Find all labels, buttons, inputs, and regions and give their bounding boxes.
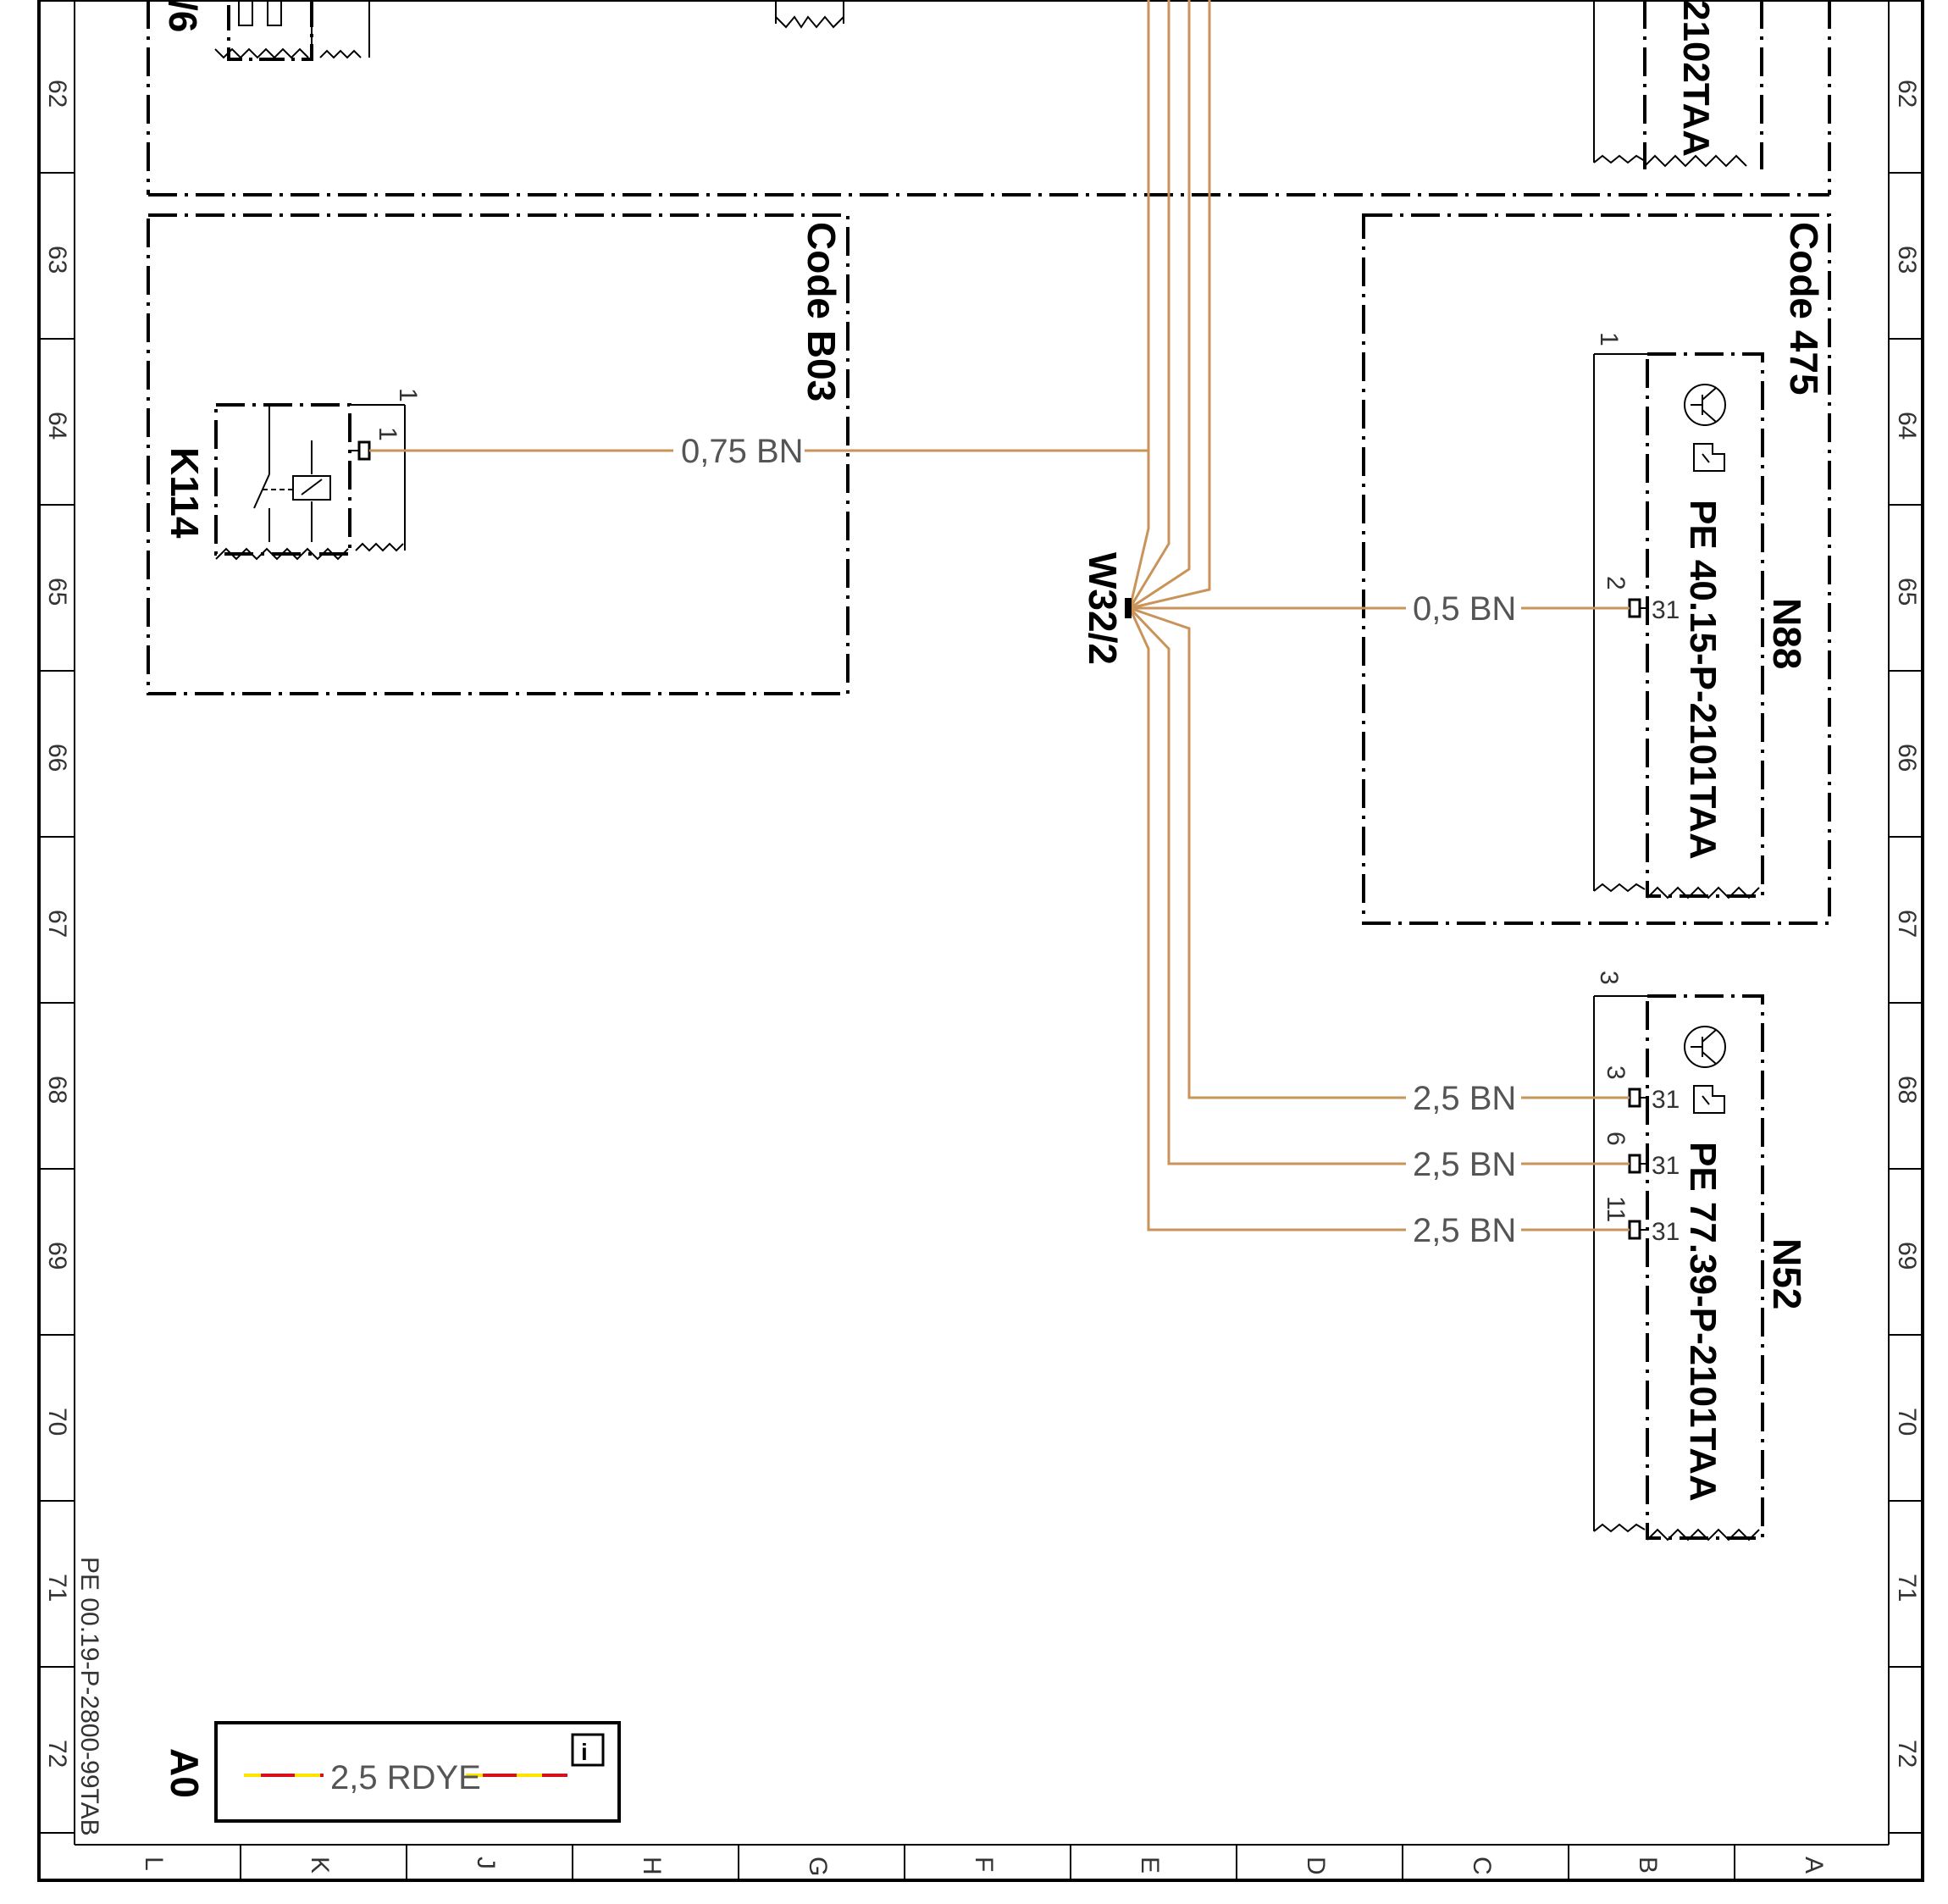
- row-number: 64: [1893, 412, 1921, 440]
- row-number: 63: [1893, 246, 1921, 274]
- drawing-number: PE 00.19-P-2800-99TAB: [75, 1557, 103, 1836]
- column-letter: B: [1634, 1857, 1662, 1874]
- n52-term-2: 31: [1652, 1152, 1680, 1180]
- n52-component: PE 77.39-P-2101TAA N52 3 3 6 11 31 31 31: [1593, 971, 1809, 1541]
- info-icon: [571, 1733, 605, 1767]
- n88-pin: 2: [1602, 576, 1630, 590]
- top-right-component-fragment: 2102TAA: [1593, 0, 1763, 169]
- row-number: 67: [1893, 910, 1921, 938]
- n52-term-3: 31: [1652, 1218, 1680, 1246]
- column-letter: K: [306, 1857, 334, 1874]
- column-letter: C: [1468, 1857, 1496, 1875]
- wire-label-k114: 0,75 BN: [681, 433, 804, 470]
- row-number: 66: [43, 744, 71, 772]
- transistor-icon: [1684, 1026, 1726, 1068]
- column-letter: F: [970, 1857, 998, 1872]
- legend-id: A0: [163, 1748, 207, 1798]
- column-letter: J: [472, 1857, 500, 1869]
- n52-pin-outer-top: 3: [1595, 971, 1623, 985]
- row-number: 63: [43, 246, 71, 274]
- column-letter: D: [1302, 1857, 1330, 1875]
- code-b03-label: Code B03: [800, 222, 844, 401]
- row-number: 66: [1893, 744, 1921, 772]
- top-left-component-fragment: /6: [161, 0, 370, 61]
- k114-pin-outer: 1: [394, 388, 422, 402]
- row-number: 68: [43, 1076, 71, 1104]
- row-number: 71: [43, 1574, 71, 1602]
- n52-pin-2: 6: [1602, 1132, 1630, 1146]
- n88-component: PE 40.15-P-2101TAA N88 1 2 31: [1593, 332, 1809, 899]
- row-number: 70: [43, 1408, 71, 1436]
- k114-label: K114: [163, 447, 207, 539]
- row-number: 62: [43, 80, 71, 108]
- k114-relay: 1 1 K114: [163, 388, 422, 561]
- row-number: 72: [1893, 1740, 1921, 1768]
- top-right-ref: 2102TAA: [1675, 0, 1717, 157]
- n88-label: N88: [1765, 598, 1809, 669]
- row-number: 70: [1893, 1408, 1921, 1436]
- row-number: 67: [43, 910, 71, 938]
- splice-label: W32/2: [1081, 552, 1125, 665]
- hand-pointer-icon: [1693, 1085, 1725, 1114]
- row-number: 72: [43, 1740, 71, 1768]
- n52-pin-1: 3: [1602, 1065, 1630, 1080]
- n52-label: N52: [1765, 1238, 1809, 1309]
- n52-term-1: 31: [1652, 1086, 1680, 1114]
- column-letter: G: [804, 1857, 832, 1876]
- n52-ref: PE 77.39-P-2101TAA: [1682, 1142, 1724, 1502]
- outer-frame: [37, 0, 1924, 1882]
- wire-harness: [369, 0, 1630, 1232]
- top-center-component-fragment: [775, 0, 844, 29]
- row-number: 69: [1893, 1242, 1921, 1270]
- code-b03-box: [147, 213, 849, 695]
- splice-marker: [1125, 598, 1132, 618]
- row-number: 68: [1893, 1076, 1921, 1104]
- row-number: 65: [1893, 578, 1921, 606]
- k114-pin: 1: [374, 427, 401, 441]
- column-letter: A: [1800, 1857, 1828, 1874]
- column-letter: H: [638, 1857, 666, 1875]
- wire-label-n88: 0,5 BN: [1413, 590, 1516, 628]
- n88-ref: PE 40.15-P-2101TAA: [1682, 500, 1724, 860]
- row-number: 69: [43, 1242, 71, 1270]
- n88-term: 31: [1652, 596, 1680, 624]
- code-475-box: [1362, 213, 1831, 925]
- wire-label-n52-3: 2,5 BN: [1413, 1212, 1516, 1249]
- code-475-label: Code 475: [1782, 222, 1826, 396]
- transistor-icon: [1684, 384, 1726, 426]
- column-letter: L: [140, 1857, 168, 1871]
- row-number: 62: [1893, 80, 1921, 108]
- wire-label-n52-1: 2,5 BN: [1413, 1080, 1516, 1117]
- wire-label-n52-2: 2,5 BN: [1413, 1146, 1516, 1183]
- n52-pin-3: 11: [1602, 1196, 1630, 1222]
- column-letter: E: [1136, 1857, 1164, 1874]
- row-number: 65: [43, 578, 71, 606]
- hand-pointer-icon: [1693, 443, 1725, 472]
- n88-pin-outer-top: 1: [1595, 332, 1623, 346]
- row-number: 64: [43, 412, 71, 440]
- row-number: 71: [1893, 1574, 1921, 1602]
- legend-a0: A0 2,5 RDYE i: [163, 1721, 621, 1823]
- legend-wire-label: 2,5 RDYE: [330, 1759, 481, 1796]
- svg-text:i: i: [581, 1739, 588, 1765]
- svg-text:/6: /6: [161, 0, 205, 32]
